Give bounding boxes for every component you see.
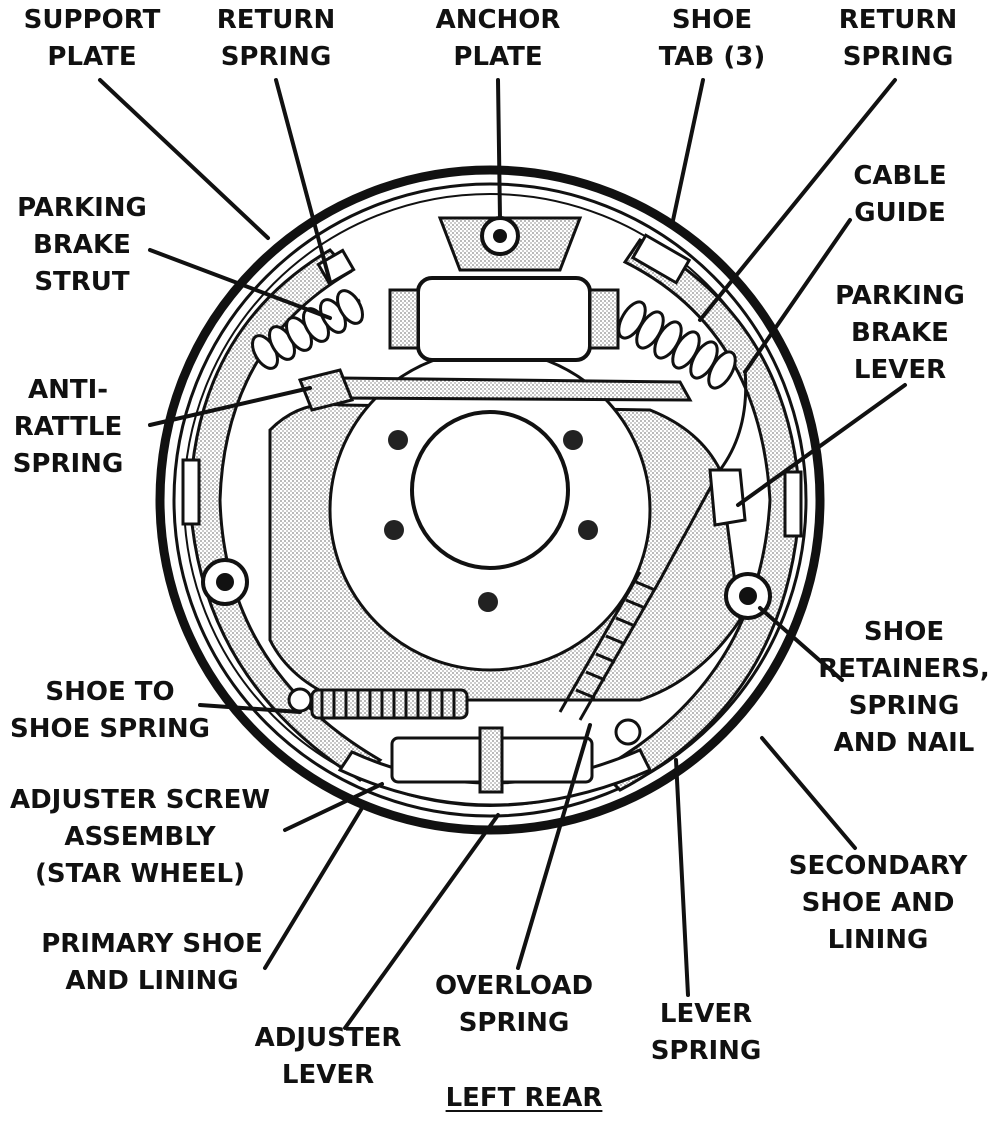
label-line: AND LINING xyxy=(65,966,239,996)
shoe-tabs xyxy=(181,233,803,538)
anchor-plate xyxy=(437,216,583,272)
label-line: GUIDE xyxy=(854,198,946,228)
label-line: ANCHOR xyxy=(435,5,561,35)
label-line: LEVER xyxy=(853,355,947,385)
label-line: SHOE TO xyxy=(45,677,175,707)
label-shoe-to-shoe-spring: SHOE TO SHOE SPRING xyxy=(10,674,210,748)
label-line: ASSEMBLY xyxy=(64,822,216,852)
secondary-shoe xyxy=(597,238,802,792)
label-primary-shoe: PRIMARY SHOE AND LINING xyxy=(41,926,263,1000)
label-line: BRAKE xyxy=(33,230,131,260)
label-line: CABLE xyxy=(853,161,947,191)
label-line: RETURN xyxy=(216,5,336,35)
label-line: AND NAIL xyxy=(833,728,975,758)
label-line: SPRING xyxy=(220,42,332,72)
label-line: STRUT xyxy=(34,267,130,297)
label-line: RETURN xyxy=(838,5,958,35)
label-line: ADJUSTER xyxy=(254,1023,402,1053)
label-secondary-shoe: SECONDARY SHOE AND LINING xyxy=(789,848,968,959)
label-line: PLATE xyxy=(453,42,543,72)
label-lever-spring: LEVER SPRING xyxy=(651,996,762,1070)
label-overload-spring: OVERLOAD SPRING xyxy=(435,968,593,1042)
label-line: RETAINERS, xyxy=(818,654,990,684)
label-line: LINING xyxy=(827,925,929,955)
label-anchor-plate: ANCHOR PLATE xyxy=(436,2,561,76)
label-line: BRAKE xyxy=(851,318,949,348)
label-return-spring-left: RETURN SPRING xyxy=(217,2,335,76)
label-line: PARKING xyxy=(17,193,147,223)
label-line: SHOE SPRING xyxy=(10,714,210,744)
label-shoe-tab: SHOE TAB (3) xyxy=(659,2,766,76)
parking-brake-lever-part xyxy=(708,468,747,527)
label-line: SPRING xyxy=(848,691,960,721)
adjuster-screw xyxy=(390,726,594,794)
label-anti-rattle-spring: ANTI- RATTLE SPRING xyxy=(13,372,124,483)
label-line: LEVER xyxy=(659,999,753,1029)
label-line: (STAR WHEEL) xyxy=(35,859,245,889)
axle-flange xyxy=(328,348,652,672)
label-line: OVERLOAD xyxy=(434,971,594,1001)
label-line: PARKING xyxy=(835,281,965,311)
label-line: LEVER xyxy=(281,1060,375,1090)
label-line: SPRING xyxy=(458,1008,570,1038)
label-line: ADJUSTER SCREW xyxy=(9,785,271,815)
anti-rattle-spring-part xyxy=(297,368,355,412)
label-line: SPRING xyxy=(842,42,954,72)
label-cable-guide: CABLE GUIDE xyxy=(853,158,946,232)
parking-brake-strut xyxy=(333,376,693,402)
label-parking-brake-lever: PARKING BRAKE LEVER xyxy=(835,278,965,389)
label-line: SECONDARY xyxy=(788,851,968,881)
label-line: RATTLE xyxy=(13,412,123,442)
label-line: SHOE xyxy=(863,617,945,647)
label-line: SPRING xyxy=(12,449,124,479)
label-line: SHOE xyxy=(671,5,753,35)
label-adjuster-lever: ADJUSTER LEVER xyxy=(255,1020,402,1094)
label-return-spring-right: RETURN SPRING xyxy=(839,2,957,76)
return-spring-right xyxy=(617,300,737,390)
label-line: PLATE xyxy=(47,42,137,72)
label-line: SUPPORT xyxy=(23,5,161,35)
leader-lines xyxy=(98,78,907,1030)
label-line: TAB (3) xyxy=(658,42,766,72)
label-parking-brake-strut: PARKING BRAKE STRUT xyxy=(17,190,147,301)
label-line: SHOE AND xyxy=(801,888,955,918)
label-shoe-retainers: SHOE RETAINERS, SPRING AND NAIL xyxy=(818,614,989,762)
label-line: SPRING xyxy=(650,1036,762,1066)
label-adjuster-screw: ADJUSTER SCREW ASSEMBLY (STAR WHEEL) xyxy=(10,782,270,893)
overload-spring xyxy=(558,571,662,721)
label-line: PRIMARY SHOE xyxy=(41,929,263,959)
label-support-plate: SUPPORT PLATE xyxy=(24,2,161,76)
diagram-caption: LEFT REAR xyxy=(445,1083,603,1113)
shoe-to-shoe-spring xyxy=(287,687,469,720)
label-line: ANTI- xyxy=(27,375,109,405)
parking-brake-cable xyxy=(658,369,748,581)
shoe-retainers xyxy=(201,558,772,746)
wheel-cylinder xyxy=(388,276,620,362)
